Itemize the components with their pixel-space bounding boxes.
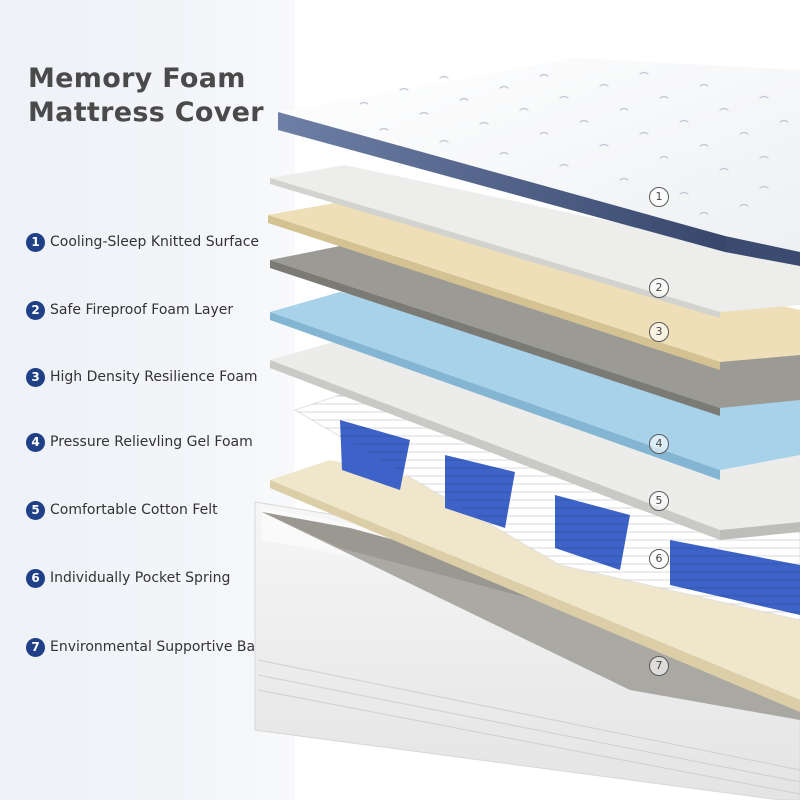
legend-label: Pressure Relievling Gel Foam xyxy=(50,434,253,450)
legend-label: Environmental Supportive Base xyxy=(50,639,271,655)
legend-label: Comfortable Cotton Felt xyxy=(50,502,218,518)
layer-cotton-felt xyxy=(270,460,800,712)
legend-item-gel-foam: 4 Pressure Relievling Gel Foam xyxy=(26,432,253,452)
callout-marker-4: 4 xyxy=(649,434,669,454)
legend-number-badge: 5 xyxy=(26,500,45,520)
legend-number-badge: 3 xyxy=(26,367,45,387)
legend-label: Individually Pocket Spring xyxy=(50,570,231,586)
legend-label: Cooling-Sleep Knitted Surface xyxy=(50,234,260,250)
layer-gel-foam xyxy=(270,292,800,480)
layer-pocket-springs xyxy=(293,394,800,621)
callout-marker-5: 5 xyxy=(649,491,669,511)
legend-item-knitted-surface: 1 Cooling-Sleep Knitted Surface xyxy=(26,232,259,252)
legend-number-badge: 6 xyxy=(26,568,45,588)
legend-number-badge: 4 xyxy=(26,432,45,452)
layer-knitted-surface xyxy=(278,58,800,266)
legend-panel xyxy=(0,0,295,800)
legend-number-badge: 1 xyxy=(26,232,45,252)
legend-number-badge: 2 xyxy=(26,300,45,320)
title-line-2: Mattress Cover xyxy=(28,97,264,128)
callout-marker-1: 1 xyxy=(649,187,669,207)
legend-item-cotton-felt: 5 Comfortable Cotton Felt xyxy=(26,500,218,520)
callout-marker-6: 6 xyxy=(649,549,669,569)
legend-item-supportive-base: 7 Environmental Supportive Base xyxy=(26,637,271,657)
legend-label: Safe Fireproof Foam Layer xyxy=(50,302,234,318)
legend-label: High Density Resilience Foam xyxy=(50,369,258,385)
layer-fireproof-foam xyxy=(270,165,800,318)
callout-marker-2: 2 xyxy=(649,278,669,298)
layer-light-gray-foam xyxy=(270,340,800,540)
title-line-1: Memory Foam xyxy=(28,63,246,94)
legend-item-pocket-spring: 6 Individually Pocket Spring xyxy=(26,568,230,588)
legend-item-fireproof-foam: 2 Safe Fireproof Foam Layer xyxy=(26,300,233,320)
layer-gray-foam xyxy=(270,245,800,416)
page-title: Memory Foam Mattress Cover xyxy=(28,62,288,130)
callout-marker-7: 7 xyxy=(649,656,669,676)
layer-resilience-foam xyxy=(268,202,800,370)
legend-number-badge: 7 xyxy=(26,637,45,657)
callout-marker-3: 3 xyxy=(649,322,669,342)
legend-item-resilience-foam: 3 High Density Resilience Foam xyxy=(26,367,258,387)
